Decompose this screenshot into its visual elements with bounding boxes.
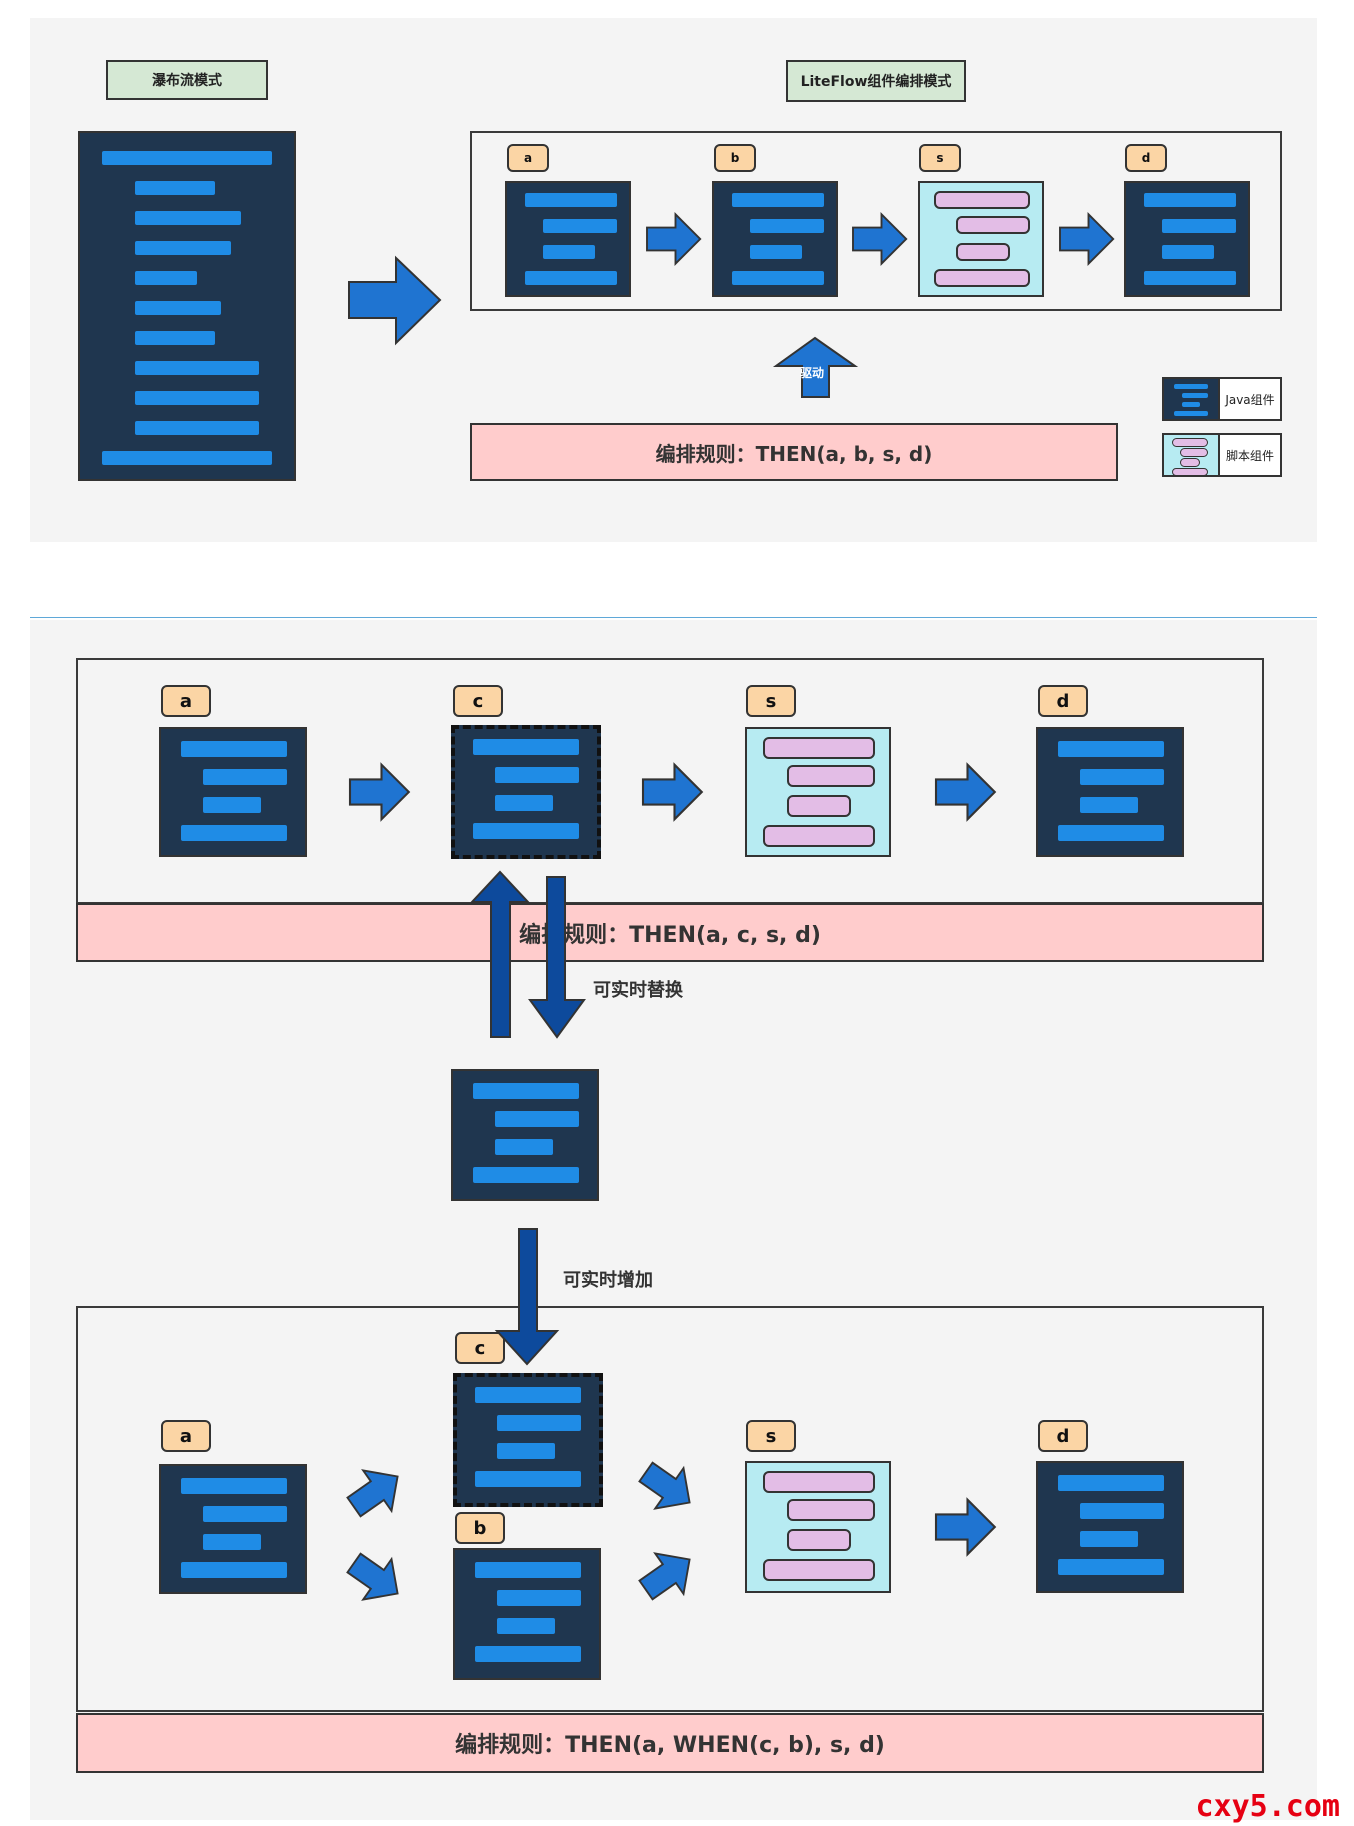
lower-rule: 编排规则：THEN(a, WHEN(c, b), s, d): [76, 1713, 1264, 1773]
section-divider: [30, 617, 1317, 618]
node-tag-b: b: [714, 144, 756, 172]
lower-script-component-s: [745, 1461, 891, 1593]
lower-java-component-a: [159, 1464, 307, 1594]
watermark: cxy5.com: [1195, 1789, 1341, 1824]
lower-node-tag-a: a: [161, 1420, 211, 1452]
replace-label: 可实时替换: [593, 980, 683, 1001]
replacement-java-component: [451, 1069, 599, 1201]
upper-script-component-s: [745, 727, 891, 857]
lower-node-tag-b: b: [455, 1512, 505, 1544]
flow-arrow-a-b: [646, 213, 702, 265]
upper-flow-arrow-a-c: [348, 763, 410, 821]
script-component-s: [918, 181, 1044, 297]
upper-flow-arrow-c-s: [641, 763, 703, 821]
upper-node-tag-s: s: [746, 685, 796, 717]
transform-arrow: [348, 255, 442, 346]
lower-java-component-b: [453, 1548, 601, 1680]
node-tag-a: a: [507, 144, 549, 172]
upper-node-tag-c: c: [453, 685, 503, 717]
node-tag-s: s: [919, 144, 961, 172]
lower-flow-arrow-s-d: [934, 1498, 996, 1556]
lower-node-tag-c: c: [455, 1332, 505, 1364]
liteflow-title: LiteFlow组件编排模式: [786, 60, 966, 102]
lower-flow-arrow-a-c: [338, 1455, 413, 1529]
replace-up-arrow: [469, 870, 531, 1038]
legend-java-label: Java组件: [1218, 377, 1282, 421]
node-tag-d: d: [1125, 144, 1167, 172]
legend-java-icon: [1162, 377, 1220, 421]
java-component-b: [712, 181, 838, 297]
java-component-a: [505, 181, 631, 297]
upper-java-component-d: [1036, 727, 1184, 857]
drive-label: 驱动: [800, 366, 825, 380]
lower-flow-arrow-c-s: [630, 1450, 705, 1524]
lower-node-tag-d: d: [1038, 1420, 1088, 1452]
lower-java-component-d: [1036, 1461, 1184, 1593]
add-label: 可实时增加: [563, 1270, 653, 1291]
top-rule: 编排规则：THEN(a, b, s, d): [470, 423, 1118, 481]
flow-arrow-b-s: [852, 213, 908, 265]
lower-flow-arrow-a-b: [338, 1541, 413, 1615]
upper-flow-arrow-s-d: [934, 763, 996, 821]
legend-script-label: 脚本组件: [1218, 433, 1282, 477]
replace-down-arrow: [528, 876, 586, 1039]
drive-arrow: [772, 336, 859, 398]
java-component-d: [1124, 181, 1250, 297]
lower-java-component-c: [453, 1373, 603, 1507]
lower-node-tag-s: s: [746, 1420, 796, 1452]
upper-rule: 编排规则：THEN(a, c, s, d): [76, 903, 1264, 962]
lower-flow-arrow-b-s: [630, 1538, 705, 1612]
waterfall-block: [78, 131, 296, 481]
upper-java-component-a: [159, 727, 307, 857]
upper-node-tag-a: a: [161, 685, 211, 717]
upper-java-component-c: [451, 725, 601, 859]
waterfall-title: 瀑布流模式: [106, 60, 268, 100]
upper-node-tag-d: d: [1038, 685, 1088, 717]
add-down-arrow: [494, 1228, 560, 1366]
flow-arrow-s-d: [1059, 213, 1115, 265]
